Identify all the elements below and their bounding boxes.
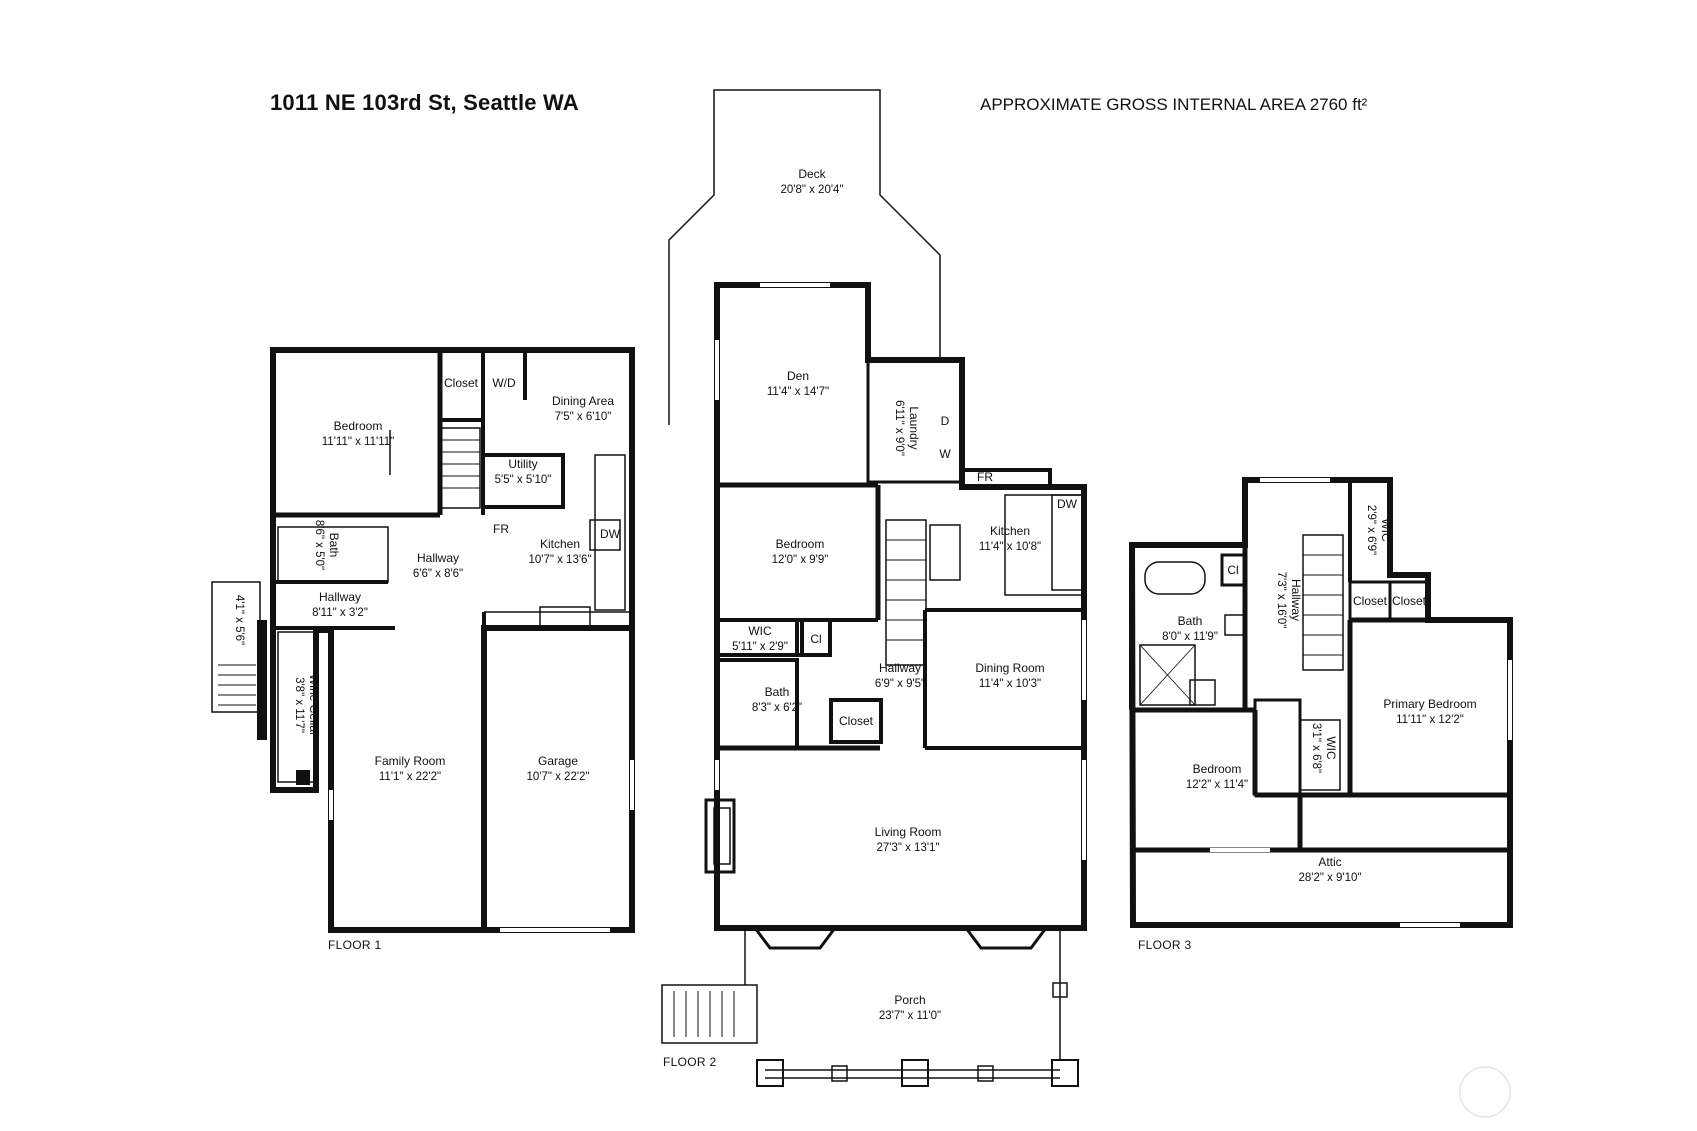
room-label: FR	[493, 522, 509, 536]
room-label: Cl	[1227, 563, 1238, 577]
room-dimensions: 11'4" x 14'7"	[767, 386, 829, 398]
room-label: DW	[1057, 497, 1078, 511]
room-label: Bedroom	[776, 537, 825, 551]
room-dimensions: 7'3" x 16'0"	[1275, 572, 1287, 629]
room-label: DW	[600, 527, 621, 541]
room-label: WIC	[1324, 736, 1338, 760]
room-label: Dining Area	[552, 394, 614, 408]
room-labels: Bedroom 11'11" x 11'11" Closet W/D Dinin…	[233, 167, 1477, 1022]
room-label: Bedroom	[1193, 762, 1242, 776]
room-label: Family Room	[375, 754, 446, 768]
plan-title: 1011 NE 103rd St, Seattle WA	[270, 90, 579, 115]
room-dimensions: 2'9" x 6'9"	[1365, 505, 1377, 555]
room-label: Kitchen	[990, 524, 1030, 538]
room-label: Primary Bedroom	[1383, 697, 1476, 711]
room-label: W	[939, 447, 951, 461]
room-label: W/D	[492, 376, 516, 390]
room-label: Closet	[1353, 594, 1388, 608]
room-label: Bedroom	[334, 419, 383, 433]
gross-area-label: APPROXIMATE GROSS INTERNAL AREA 2760 ft²	[980, 95, 1368, 114]
room-label: Bath	[765, 685, 790, 699]
room-label: Hallway	[319, 590, 361, 604]
room-label: WIC	[748, 624, 772, 638]
room-label: Bath	[327, 533, 341, 558]
room-dimensions: 12'2" x 11'4"	[1186, 779, 1248, 791]
room-label: Laundry	[907, 406, 921, 449]
room-dimensions: 12'0" x 9'9"	[772, 554, 829, 566]
room-dimensions: 5'11" x 2'9"	[732, 641, 788, 653]
floor-2-plan	[661, 89, 1087, 1087]
room-dimensions: 10'7" x 13'6"	[528, 554, 591, 566]
room-label: Den	[787, 369, 809, 383]
room-dimensions: 8'0" x 11'9"	[1162, 631, 1218, 643]
room-dimensions: 8'3" x 6'2"	[752, 702, 802, 714]
room-label: Closet	[839, 714, 874, 728]
room-dimensions: 28'2" x 9'10"	[1298, 872, 1361, 884]
room-label: Closet	[444, 376, 479, 390]
room-dimensions: 3'8" x 11'7"	[293, 677, 305, 733]
room-dimensions: 27'3" x 13'1"	[876, 842, 939, 854]
floor-3-plan	[1128, 477, 1513, 928]
room-label: Cl	[810, 632, 821, 646]
watermark-logo	[1459, 1066, 1511, 1118]
room-dimensions: 3'1" x 6'8"	[1310, 723, 1322, 773]
room-label: Porch	[894, 993, 925, 1007]
room-label: Closet	[1392, 594, 1427, 608]
room-label: Hallway	[1289, 579, 1303, 621]
room-dimensions: 11'4" x 10'8"	[979, 541, 1041, 553]
room-dimensions: 23'7" x 11'0"	[879, 1010, 941, 1022]
room-dimensions: 6'11" x 9'0"	[893, 400, 905, 456]
room-label: Hallway	[879, 661, 921, 675]
room-label: Bath	[1178, 614, 1203, 628]
room-label: Dining Room	[975, 661, 1044, 675]
room-label: FR	[977, 470, 993, 484]
room-label: Wine Cellar	[307, 674, 321, 736]
room-dimensions: 6'6" x 8'6"	[413, 568, 463, 580]
floor-2-label: FLOOR 2	[663, 1055, 717, 1069]
room-dimensions: 11'11" x 11'11"	[322, 436, 394, 448]
room-label: Living Room	[875, 825, 942, 839]
room-label: D	[941, 414, 950, 428]
room-dimensions: 5'5" x 5'10"	[495, 474, 552, 486]
room-dimensions: 6'9" x 9'5"	[875, 678, 925, 690]
floor-1-label: FLOOR 1	[328, 938, 382, 952]
room-label: Attic	[1318, 855, 1341, 869]
room-dimensions: 11'1" x 22'2"	[379, 771, 441, 783]
room-label: WIC	[1379, 518, 1393, 542]
room-dimensions: 8'6" x 5'0"	[313, 520, 325, 570]
room-dimensions: 20'8" x 20'4"	[780, 184, 843, 196]
floor-3-label: FLOOR 3	[1138, 938, 1192, 952]
floor-1-plan	[211, 347, 635, 933]
room-label: Garage	[538, 754, 578, 768]
room-label: Deck	[798, 167, 826, 181]
room-label: Hallway	[417, 551, 459, 565]
room-dimensions: 7'5" x 6'10"	[555, 411, 612, 423]
room-dimensions: 8'11" x 3'2"	[312, 607, 368, 619]
room-dimensions: 10'7" x 22'2"	[526, 771, 589, 783]
room-label: Utility	[508, 457, 537, 471]
room-dimensions: 11'11" x 12'2"	[1396, 714, 1464, 726]
room-label: Kitchen	[540, 537, 580, 551]
room-dimensions: 4'1" x 5'6"	[233, 595, 245, 645]
room-dimensions: 11'4" x 10'3"	[979, 678, 1041, 690]
